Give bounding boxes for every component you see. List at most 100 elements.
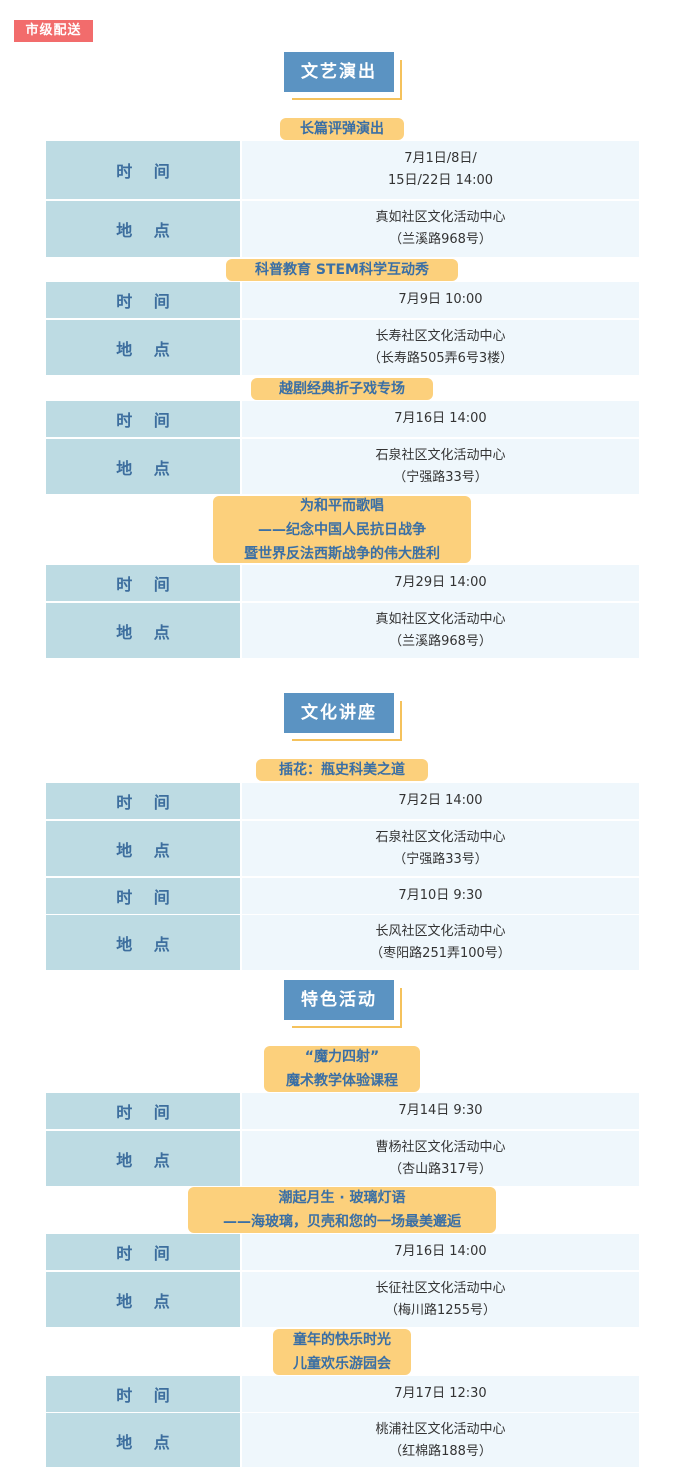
place-text: （梅川路1255号） [384,1302,497,1318]
place-label: 地 点 [46,201,240,257]
event-title-line: 越剧经典折子戏专场 [279,381,405,397]
place-label: 地 点 [46,1272,240,1327]
place-text: 真如社区文化活动中心 [375,210,506,225]
section-header-shadow [292,701,402,741]
time-row: 时 间 7月2日 14:00 [46,783,639,819]
time-label: 时 间 [46,1376,240,1412]
section-title: 文艺演出 [284,52,394,92]
place-text: （杏山路317号） [389,1161,492,1177]
event-title: 长篇评弹演出 [280,118,404,140]
time-text: 7月29日 14:00 [394,575,487,590]
place-row: 地 点 石泉社区文化活动中心 （宁强路33号） [46,439,639,494]
event-title: 潮起月生 · 玻璃灯语——海玻璃，贝壳和您的一场最美邂逅 [188,1187,496,1233]
time-value: 7月9日 10:00 [242,282,639,318]
time-value: 7月17日 12:30 [242,1376,639,1412]
time-text: 7月10日 9:30 [398,888,483,903]
city-delivery-tag: 市级配送 [14,20,93,42]
place-value: 真如社区文化活动中心（兰溪路968号） [242,201,639,257]
time-value: 7月16日 14:00 [242,1234,639,1270]
place-row: 地 点 长征社区文化活动中心 （梅川路1255号） [46,1272,639,1327]
place-text: 曹杨社区文化活动中心 [375,1139,506,1155]
place-text: （宁强路33号） [393,851,488,867]
time-value: 7月14日 9:30 [242,1093,639,1129]
event-title-line: 魔术教学体验课程 [286,1073,398,1089]
place-value: 长征社区文化活动中心 （梅川路1255号） [242,1272,639,1327]
place-text: 石泉社区文化活动中心 [375,829,506,845]
place-text: 长寿社区文化活动中心 [375,328,506,344]
place-label: 地 点 [46,821,240,876]
time-label: 时 间 [46,783,240,819]
place-text: 桃浦社区文化活动中心 [375,1421,506,1437]
place-row: 地 点长寿社区文化活动中心（长寿路505弄6号3楼） [46,320,639,375]
event-title-line: 儿童欢乐游园会 [293,1356,391,1372]
place-row: 地 点真如社区文化活动中心（兰溪路968号） [46,201,639,257]
place-value: 真如社区文化活动中心 （兰溪路968号） [242,603,639,658]
event-title-line: 为和平而歌唱 [300,497,384,514]
time-text: 7月2日 14:00 [398,793,483,808]
section-header: 文艺演出 [284,52,402,100]
event-title: 科普教育 STEM科学互动秀 [226,259,458,281]
place-value: 石泉社区文化活动中心 （宁强路33号） [242,439,639,494]
event-title: 为和平而歌唱——纪念中国人民抗日战争暨世界反法西斯战争的伟大胜利 [213,496,471,563]
place-text: （兰溪路968号） [389,633,492,649]
time-label: 时 间 [46,565,240,601]
time-label: 时 间 [46,878,240,914]
event-title: 童年的快乐时光儿童欢乐游园会 [273,1329,411,1375]
event-title-line: “魔力四射” [304,1049,380,1065]
place-value: 曹杨社区文化活动中心 （杏山路317号） [242,1131,639,1186]
event-title-line: 暨世界反法西斯战争的伟大胜利 [244,545,440,562]
event-title-line: ——海玻璃，贝壳和您的一场最美邂逅 [223,1214,461,1230]
time-label: 时 间 [46,1093,240,1129]
time-text: 7月16日 14:00 [394,1244,487,1259]
section-header: 特色活动 [284,980,402,1028]
time-label: 时 间 [46,1234,240,1270]
event-title-line: 科普教育 STEM科学互动秀 [254,262,429,278]
section-header-shadow [292,60,402,100]
place-text: 长征社区文化活动中心 [375,1280,506,1296]
place-text: （枣阳路251弄100号） [370,945,511,961]
place-text: 真如社区文化活动中心 [375,611,506,627]
time-label: 时 间 [46,282,240,318]
place-text: （宁强路33号） [393,469,488,485]
place-text: 石泉社区文化活动中心 [375,447,506,463]
event-title-line: 童年的快乐时光 [293,1332,391,1348]
place-value: 石泉社区文化活动中心 （宁强路33号） [242,821,639,876]
event-title: “魔力四射” 魔术教学体验课程 [264,1046,420,1092]
time-row: 时 间 7月16日 14:00 [46,401,639,437]
time-text: 7月14日 9:30 [398,1103,483,1118]
place-label: 地 点 [46,439,240,494]
time-text: 15日/22日 14:00 [387,173,494,188]
place-text: （红棉路188号） [389,1443,492,1459]
time-row: 时 间 7月16日 14:00 [46,1234,639,1270]
time-value: 7月2日 14:00 [242,783,639,819]
place-row: 地 点 真如社区文化活动中心 （兰溪路968号） [46,603,639,658]
event-title: 越剧经典折子戏专场 [251,378,433,400]
event-title-line: 长篇评弹演出 [300,121,384,137]
event-title-line: 插花：瓶史科美之道 [279,762,405,778]
place-row: 地 点 曹杨社区文化活动中心 （杏山路317号） [46,1131,639,1186]
time-text: 7月16日 14:00 [394,411,487,426]
time-label: 时 间 [46,401,240,437]
time-row: 时 间 7月14日 9:30 [46,1093,639,1129]
place-text: 长风社区文化活动中心 [375,923,506,939]
section-header: 文化讲座 [284,693,402,741]
place-label: 地 点 [46,1131,240,1186]
time-label: 时 间 [46,141,240,199]
time-text: 7月1日/8日/ [404,151,477,166]
section-header-shadow [292,988,402,1028]
place-row: 地 点 长风社区文化活动中心 （枣阳路251弄100号） [46,915,639,970]
place-value: 长寿社区文化活动中心（长寿路505弄6号3楼） [242,320,639,375]
place-label: 地 点 [46,603,240,658]
time-row: 时 间 7月17日 12:30 [46,1376,639,1412]
place-value: 桃浦社区文化活动中心 （红棉路188号） [242,1413,639,1467]
place-value: 长风社区文化活动中心 （枣阳路251弄100号） [242,915,639,970]
section-title: 文化讲座 [284,693,394,733]
place-row: 地 点桃浦社区文化活动中心（红棉路188号） [46,1413,639,1467]
time-value: 7月1日/8日/15日/22日 14:00 [242,141,639,199]
time-text: 7月17日 12:30 [394,1386,487,1401]
time-value: 7月10日 9:30 [242,878,639,914]
place-label: 地 点 [46,915,240,970]
place-label: 地 点 [46,320,240,375]
